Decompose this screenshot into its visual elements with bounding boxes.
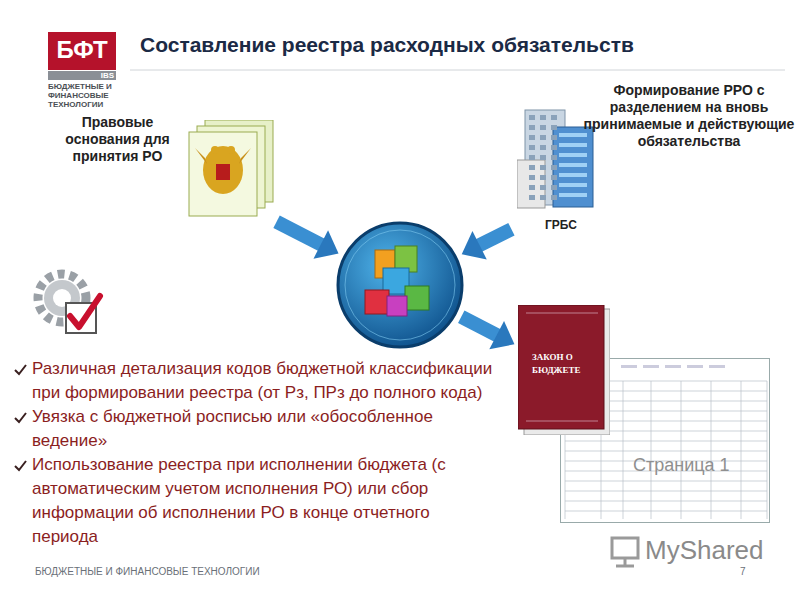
node-heading: Формирование РРО с разделением на вновь … xyxy=(583,82,795,150)
logo-red xyxy=(48,32,116,70)
gear-icon xyxy=(38,274,100,333)
title-rule xyxy=(130,70,785,71)
node-illustration xyxy=(183,120,278,218)
illustrated-node: ЗАКОН О БЮДЖЕТЕ xyxy=(518,305,610,435)
bullet-text: Различная детализация кодов бюджетной кл… xyxy=(14,357,494,405)
check-bullet xyxy=(14,459,27,472)
page-watermark: Страница 1 xyxy=(633,455,753,476)
check-bullet xyxy=(14,363,27,376)
logo-caption: БЮДЖЕТНЫЕ И ФИНАНСОВЫЕ ТЕХНОЛОГИИ xyxy=(48,82,122,109)
slide-title: Составление реестра расходных обязательс… xyxy=(140,33,634,57)
node-illustration xyxy=(335,220,465,350)
logo-bar xyxy=(48,71,116,80)
node-heading: Правовые основания для принятия РО xyxy=(55,114,180,165)
node-caption: ГРБС xyxy=(545,218,595,232)
block-arrow xyxy=(462,229,512,259)
check-bullet xyxy=(14,411,27,424)
bullet-text: Использование реестра при исполнении бюд… xyxy=(14,453,494,549)
block-arrow xyxy=(461,317,514,350)
footer-text: БЮДЖЕТНЫЕ И ФИНАНСОВЫЕ ТЕХНОЛОГИИ xyxy=(35,566,335,577)
block-arrow xyxy=(277,222,339,259)
watermark-icon xyxy=(612,538,638,566)
watermark: MyShared xyxy=(645,535,795,566)
logo-ibs: IBS xyxy=(80,71,114,80)
logo-text: БФТ xyxy=(48,36,116,64)
bullet-text: Увязка с бюджетной росписью или «обособл… xyxy=(14,405,494,453)
page-number: 7 xyxy=(740,566,760,577)
illustrated-node: Правовые основания для принятия РО xyxy=(55,112,280,220)
illustrated-node: Формирование РРО с разделением на вновь … xyxy=(515,80,795,235)
book-title: ЗАКОН О БЮДЖЕТЕ xyxy=(532,351,602,377)
illustrated-node xyxy=(335,220,465,350)
